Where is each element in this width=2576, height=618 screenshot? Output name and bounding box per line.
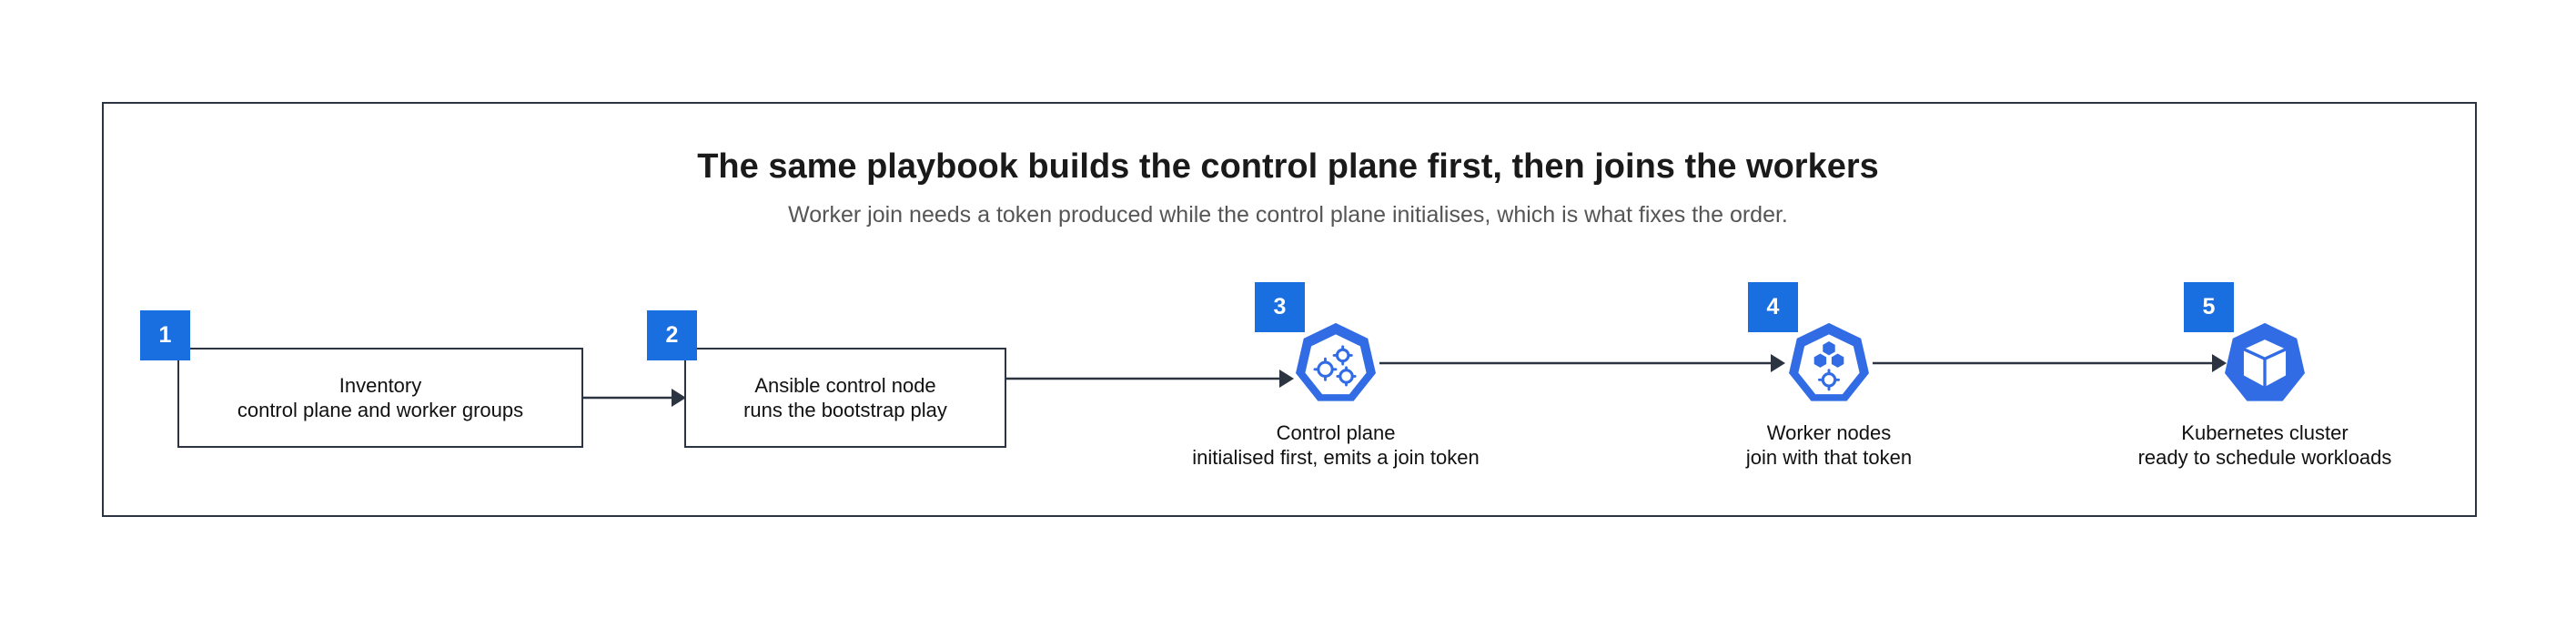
kubernetes-node-icon bbox=[1789, 322, 1869, 401]
ansible-control-node-title: Ansible control node bbox=[754, 374, 936, 397]
arrow-head-3 bbox=[1771, 354, 1785, 372]
kubernetes-control-plane-icon bbox=[1296, 322, 1376, 401]
step-badge-3: 3 bbox=[1255, 282, 1305, 332]
inventory-box: Inventory control plane and worker group… bbox=[177, 348, 583, 448]
arrow-head-2 bbox=[1279, 370, 1294, 388]
kubernetes-cluster-title: Kubernetes cluster bbox=[2181, 421, 2349, 444]
worker-nodes-detail: join with that token bbox=[1745, 446, 1913, 469]
control-plane-detail: initialised first, emits a join token bbox=[1192, 446, 1480, 469]
step-badge-4: 4 bbox=[1748, 282, 1798, 332]
kubernetes-cluster-detail: ready to schedule workloads bbox=[2137, 446, 2392, 469]
step-badge-1: 1 bbox=[140, 310, 190, 360]
diagram-title: The same playbook builds the control pla… bbox=[697, 147, 1879, 186]
arrow-head-1 bbox=[672, 389, 686, 407]
kubernetes-cluster-label: Kubernetes cluster ready to schedule wor… bbox=[2074, 420, 2456, 470]
worker-nodes-title: Worker nodes bbox=[1766, 421, 1892, 444]
control-plane-title: Control plane bbox=[1276, 421, 1396, 444]
step-badge-2: 2 bbox=[647, 310, 697, 360]
kubernetes-cube-icon bbox=[2225, 322, 2305, 401]
control-plane-label: Control plane initialised first, emits a… bbox=[1145, 420, 1527, 470]
ansible-control-node-detail: runs the bootstrap play bbox=[743, 399, 947, 421]
diagram-frame bbox=[102, 102, 2477, 517]
diagram-subtitle: Worker join needs a token produced while… bbox=[788, 202, 1788, 228]
ansible-control-node-box: Ansible control node runs the bootstrap … bbox=[684, 348, 1006, 448]
inventory-detail: control plane and worker groups bbox=[237, 399, 524, 421]
arrow-head-4 bbox=[2212, 354, 2227, 372]
worker-nodes-label: Worker nodes join with that token bbox=[1638, 420, 2020, 470]
inventory-title: Inventory bbox=[338, 374, 422, 397]
step-badge-5: 5 bbox=[2184, 282, 2234, 332]
